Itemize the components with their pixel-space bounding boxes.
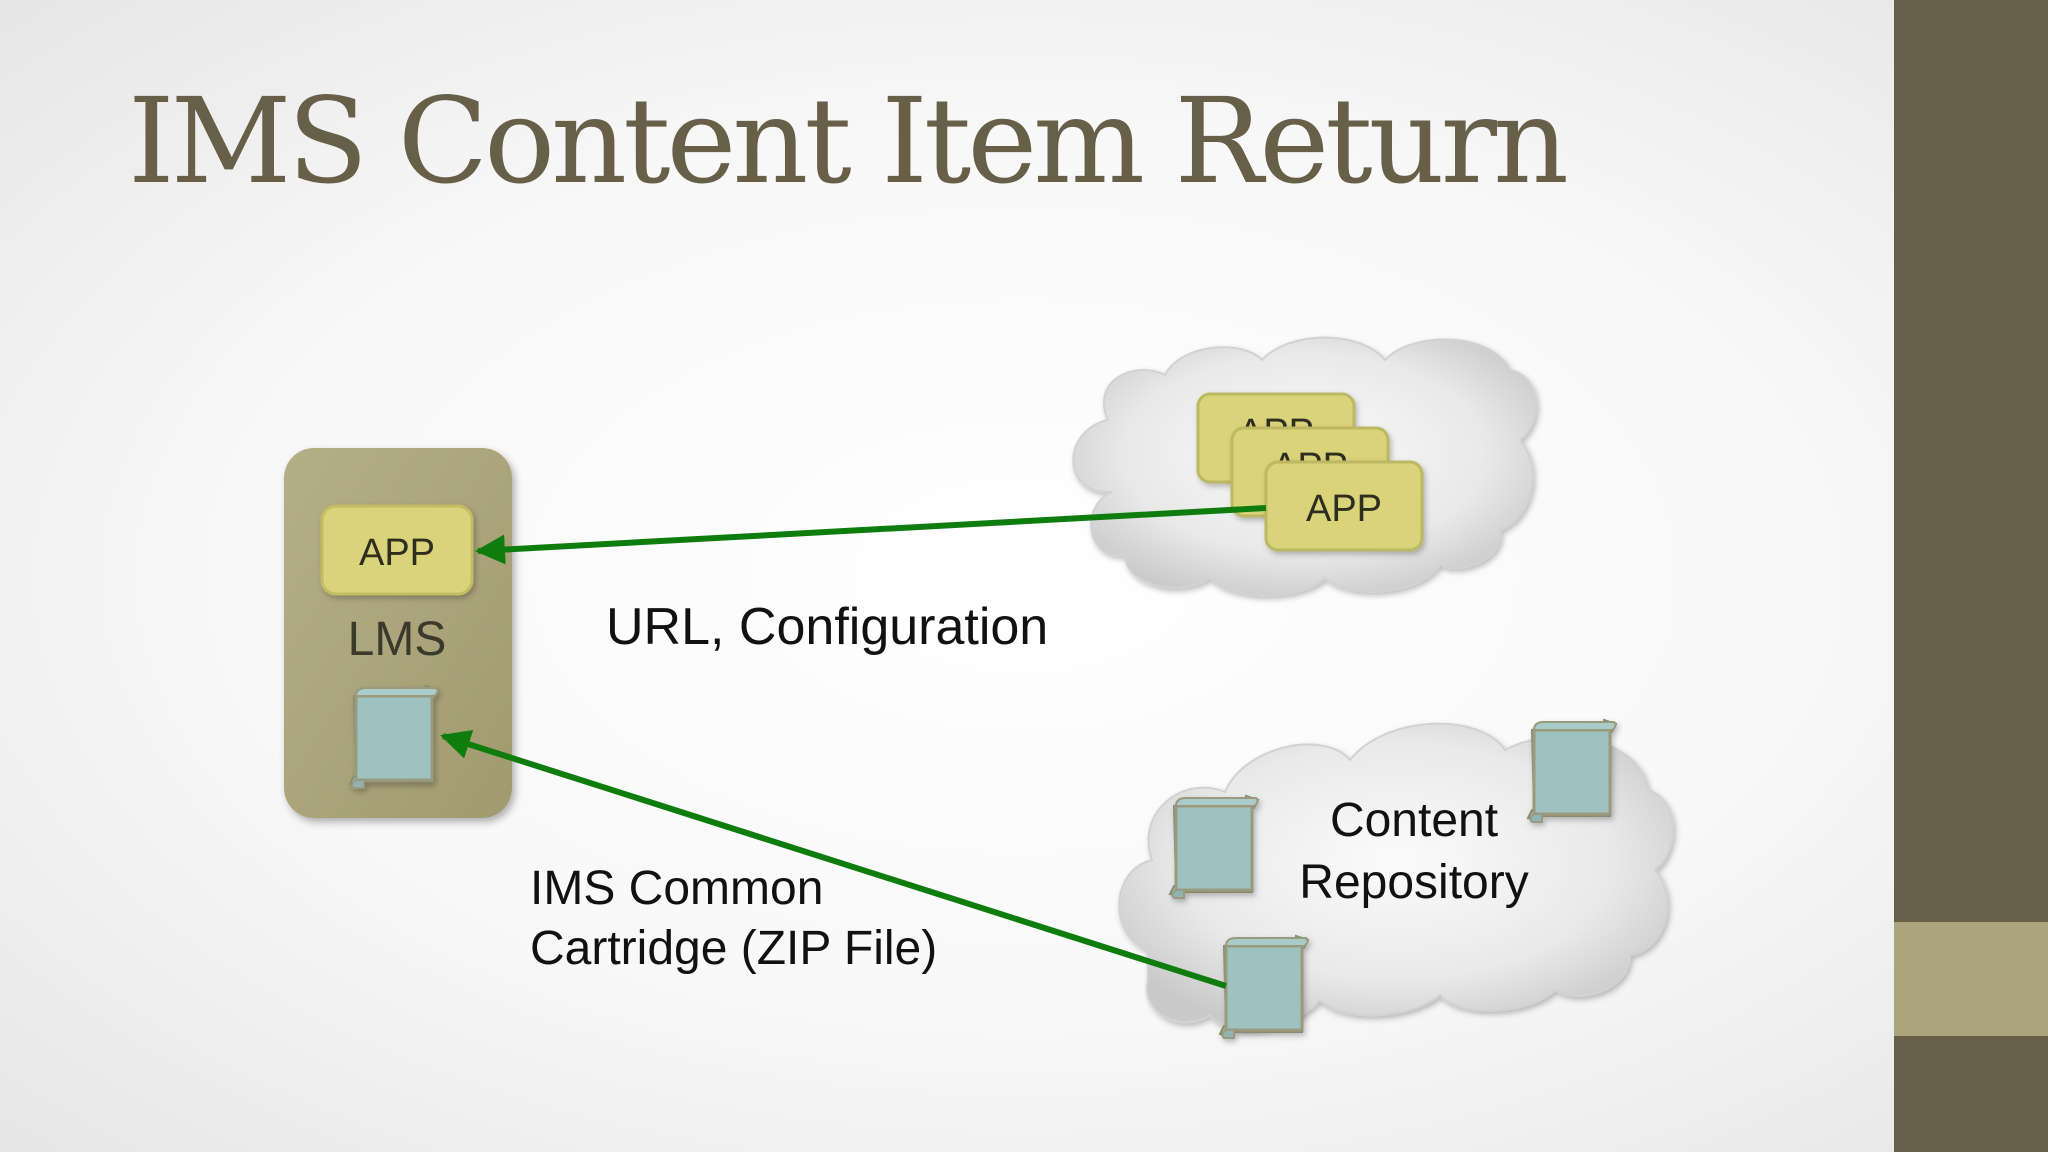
lms-app-label: APP [359,532,435,574]
cartridge-label-line2: Cartridge (ZIP File) [530,922,937,975]
tool-app-stack: APP APP APP [1196,392,1424,552]
repository-document-icon-left [1168,794,1260,900]
repository-label-line1: Content [1330,794,1498,847]
url-configuration-arrow [475,505,1267,565]
tool-app-label-front: APP [1306,488,1382,530]
lms-box: APP LMS [284,448,512,818]
repository-label-line2: Repository [1299,856,1528,909]
lms-app-box [320,504,474,596]
slide-title: IMS Content Item Return [128,72,1569,210]
diagram: APP LMS APP APP APP Content Repository [284,336,1674,1040]
lms-label: LMS [348,613,447,666]
lms-document-icon [348,684,440,790]
tool-app-card-front [1264,460,1424,552]
repository-document-icon-bottom [1218,934,1310,1040]
repository-document-icon-right [1526,718,1618,824]
cartridge-arrow [440,729,1227,989]
url-configuration-label: URL, Configuration [606,598,1048,656]
cartridge-label-line1: IMS Common [530,862,823,915]
sidebar-accent-band [1894,922,2048,1036]
